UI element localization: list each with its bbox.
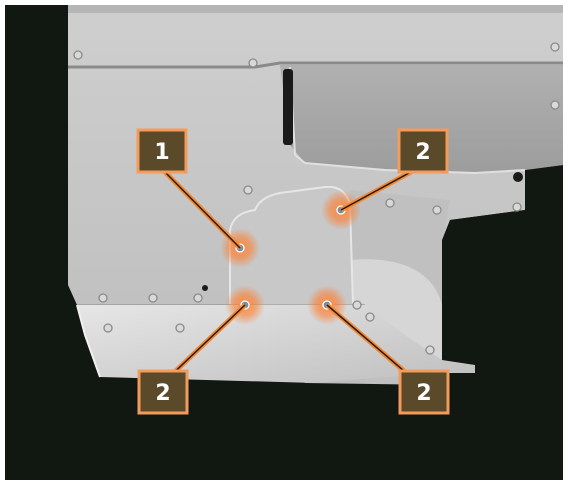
vertical-slot (283, 69, 293, 145)
screw-head (103, 323, 113, 333)
callout-label: 2 (416, 381, 431, 406)
screw-head (73, 50, 83, 60)
screw-head (193, 293, 203, 303)
callout-label: 1 (154, 140, 169, 165)
upper-crease (68, 61, 563, 69)
callout-box (137, 369, 189, 415)
callout-label: 2 (415, 140, 430, 165)
screw-head (243, 185, 253, 195)
screw-head (352, 300, 362, 310)
lower-lip-edge (76, 304, 101, 378)
upper-cavity (280, 65, 563, 173)
diagram-stage: 1 2 2 2 (5, 5, 563, 480)
screw-head (365, 312, 375, 322)
screw-head (98, 293, 108, 303)
upper-strip (68, 5, 563, 13)
dark-cutout (442, 205, 563, 480)
callout-2a: 2 (397, 128, 449, 174)
screw-head (550, 42, 560, 52)
screw-head (175, 323, 185, 333)
upper-cavity-highlight (289, 66, 526, 175)
callout-1: 1 (136, 128, 188, 174)
callout-box (136, 128, 188, 174)
curved-lip (350, 259, 442, 370)
callout-2b: 2 (137, 369, 189, 415)
bodywork-panel-illustration: 1 2 2 2 (68, 5, 563, 480)
screw-head (248, 58, 258, 68)
small-hole (202, 285, 208, 291)
callout-box (397, 128, 449, 174)
callout-box (398, 369, 450, 415)
lower-lip (77, 305, 475, 383)
callout-2c: 2 (398, 369, 450, 415)
leader-line-1 (162, 169, 241, 249)
screw-head (148, 293, 158, 303)
screw-heads (73, 42, 560, 355)
screw-head (550, 100, 560, 110)
callout-label: 2 (155, 381, 170, 406)
small-hole (513, 172, 523, 182)
leader-line-2a (340, 166, 421, 211)
screw-head (512, 202, 522, 212)
screw-head (432, 205, 442, 215)
screw-head (385, 198, 395, 208)
screw-head (425, 345, 435, 355)
